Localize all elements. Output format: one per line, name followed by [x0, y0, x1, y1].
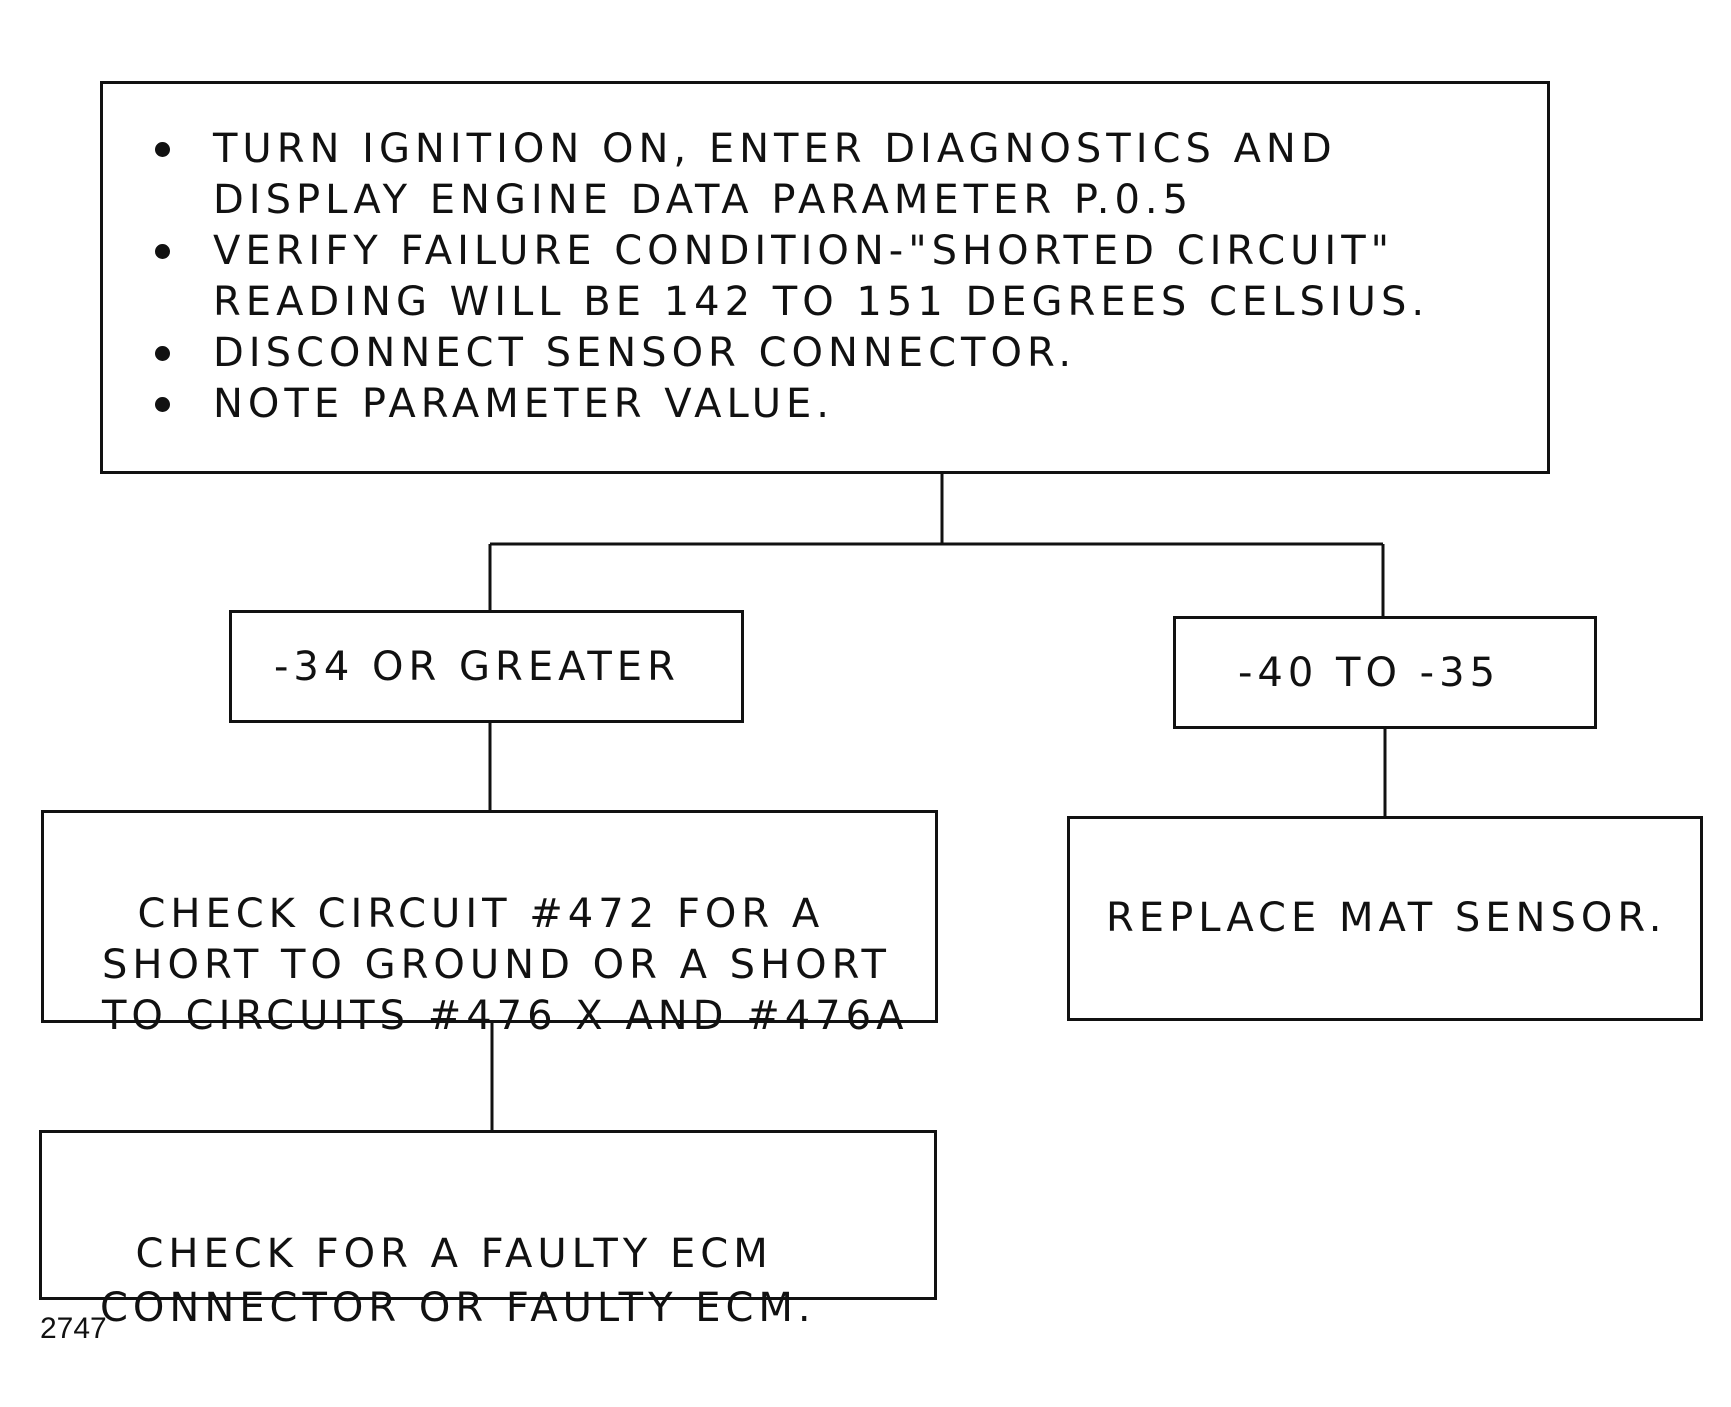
instruction-item: VERIFY FAILURE CONDITION-"SHORTED CIRCUI… — [153, 226, 1547, 328]
instruction-list: TURN IGNITION ON, ENTER DIAGNOSTICS AND … — [153, 124, 1547, 430]
replace-sensor-box: REPLACE MAT SENSOR. — [1067, 816, 1703, 1021]
check-ecm-box: CHECK FOR A FAULTY ECM CONNECTOR OR FAUL… — [39, 1130, 937, 1331]
check-ecm-text: CHECK FOR A FAULTY ECM CONNECTOR OR FAUL… — [100, 1231, 816, 1331]
instruction-item: TURN IGNITION ON, ENTER DIAGNOSTICS AND … — [153, 124, 1547, 226]
check-circuit-text: CHECK CIRCUIT #472 FOR A SHORT TO GROUND… — [102, 891, 909, 1039]
figure-number: 2747 — [40, 1312, 107, 1345]
replace-sensor-text: REPLACE MAT SENSOR. — [1106, 895, 1667, 941]
instruction-item: NOTE PARAMETER VALUE. — [153, 379, 1547, 430]
check-circuit-box: CHECK CIRCUIT #472 FOR A SHORT TO GROUND… — [41, 810, 938, 1039]
condition-box-right: -40 TO -35 — [1173, 616, 1597, 729]
instructions-box: TURN IGNITION ON, ENTER DIAGNOSTICS AND … — [100, 81, 1550, 474]
condition-right-label: -40 TO -35 — [1238, 649, 1501, 696]
condition-left-label: -34 OR GREATER — [274, 643, 680, 690]
instruction-item: DISCONNECT SENSOR CONNECTOR. — [153, 328, 1547, 379]
condition-box-left: -34 OR GREATER — [229, 610, 744, 723]
